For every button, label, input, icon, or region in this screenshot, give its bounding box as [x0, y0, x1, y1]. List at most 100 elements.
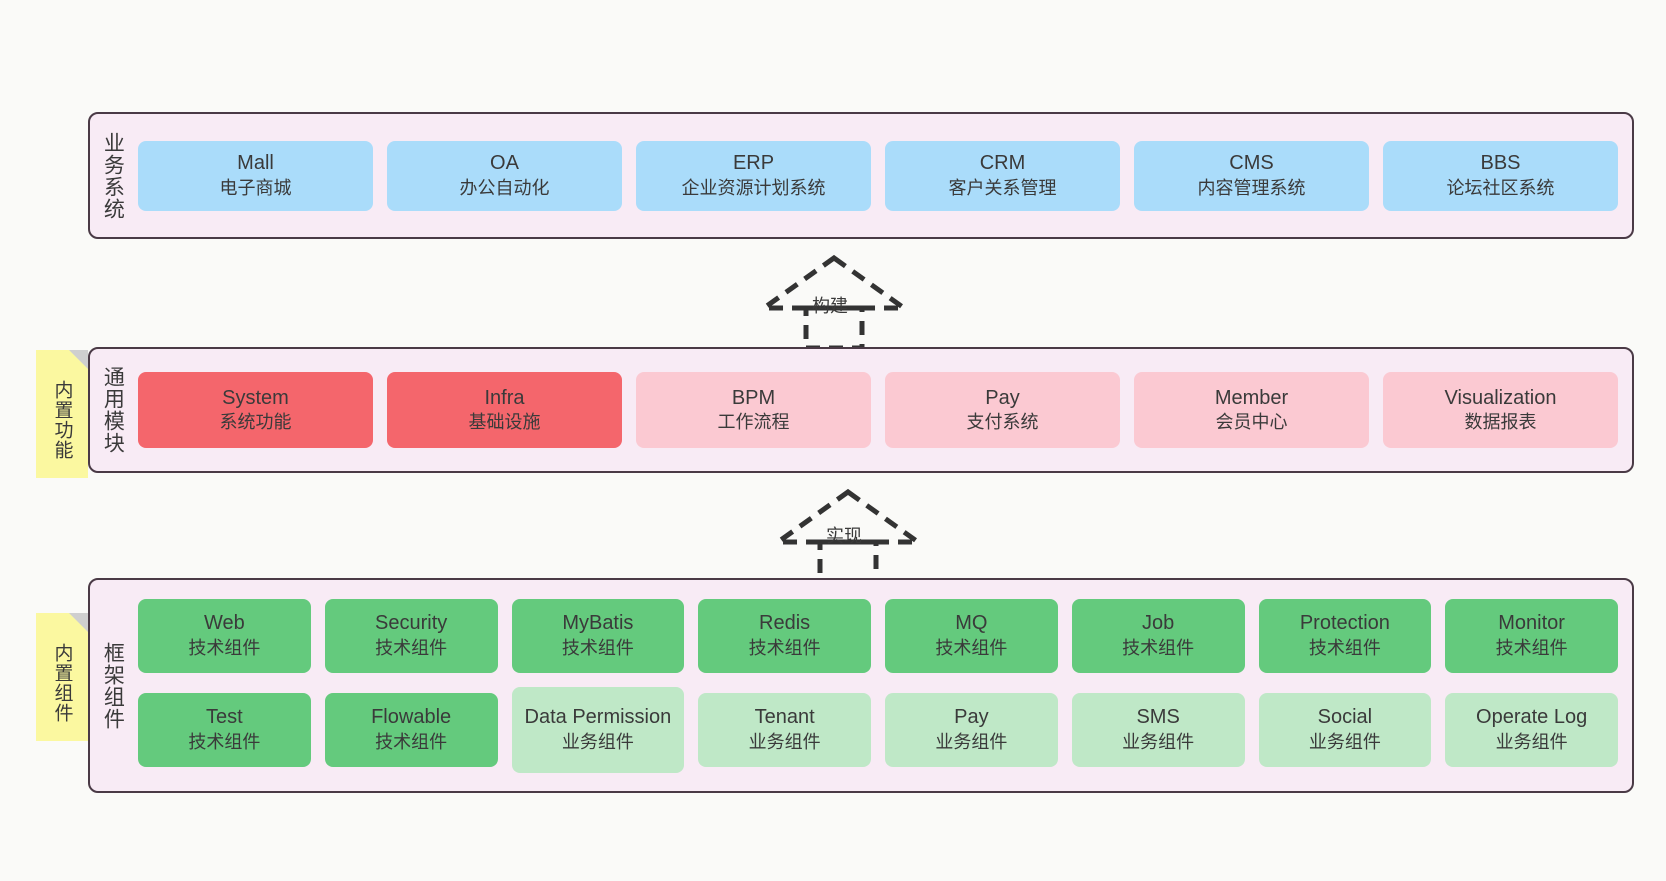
- card-subtitle: 业务组件: [935, 731, 1008, 752]
- card-subtitle: 业务组件: [1495, 731, 1568, 752]
- card-subtitle: 工作流程: [717, 412, 790, 433]
- card-title: Pay: [954, 706, 989, 729]
- sticky-note-builtin-features: 内置功能: [36, 350, 88, 478]
- card-subtitle: 技术组件: [935, 637, 1008, 658]
- card-title: Monitor: [1498, 612, 1565, 635]
- sticky-fold-icon: [69, 350, 88, 369]
- card-subtitle: 业务组件: [1122, 731, 1195, 752]
- card-subtitle: 技术组件: [1308, 637, 1381, 658]
- build-arrow-label: 构建: [812, 296, 848, 316]
- sticky-fold-icon: [69, 613, 88, 632]
- card-subtitle: 技术组件: [188, 637, 261, 658]
- card-visualization[interactable]: Visualization 数据报表: [1383, 372, 1618, 448]
- card-title: Mall: [237, 152, 274, 175]
- implement-arrow-label: 实现: [826, 526, 862, 546]
- card-subtitle: 业务组件: [561, 731, 634, 752]
- card-title: Member: [1214, 386, 1289, 409]
- card-subtitle: 基础设施: [468, 412, 541, 433]
- card-title: Social: [1317, 706, 1373, 729]
- card-subtitle: 数据报表: [1464, 412, 1537, 433]
- card-subtitle: 技术组件: [375, 637, 448, 658]
- sticky-note-builtin-features-label: 内置功能: [51, 380, 73, 460]
- business-systems-label: 业务系统: [101, 131, 125, 220]
- common-modules-label: 通用模块: [101, 366, 125, 454]
- card-subtitle: 业务组件: [748, 731, 821, 752]
- card-member[interactable]: Member 会员中心: [1134, 372, 1369, 448]
- card-title: Tenant: [754, 706, 815, 729]
- card-subtitle: 办公自动化: [459, 177, 550, 198]
- card-title: CRM: [979, 152, 1026, 175]
- card-subtitle: 系统功能: [219, 412, 292, 433]
- card-subtitle: 企业资源计划系统: [681, 177, 826, 198]
- card-subtitle: 内容管理系统: [1197, 177, 1306, 198]
- card-title: Job: [1142, 612, 1175, 635]
- card-title: Security: [375, 612, 448, 635]
- card-pay[interactable]: Pay 支付系统: [885, 372, 1120, 448]
- card-title: MyBatis: [562, 612, 634, 635]
- card-title: CMS: [1229, 152, 1274, 175]
- card-infra[interactable]: Infra 基础设施: [387, 372, 622, 448]
- card-subtitle: 技术组件: [561, 637, 634, 658]
- card-subtitle: 支付系统: [966, 412, 1039, 433]
- card-title: Test: [206, 706, 243, 729]
- card-bpm[interactable]: BPM 工作流程: [636, 372, 871, 448]
- framework-components-label: 框架组件: [101, 641, 125, 730]
- card-subtitle: 业务组件: [1308, 731, 1381, 752]
- card-title: Pay: [985, 386, 1020, 409]
- card-subtitle: 技术组件: [188, 731, 261, 752]
- card-subtitle: 技术组件: [748, 637, 821, 658]
- card-title: Visualization: [1444, 386, 1557, 409]
- card-subtitle: 电子商城: [219, 177, 292, 198]
- card-subtitle: 技术组件: [375, 731, 448, 752]
- card-title: Redis: [759, 612, 811, 635]
- card-title: Web: [203, 612, 245, 635]
- card-title: Protection: [1299, 612, 1390, 635]
- card-title: Infra: [484, 386, 525, 409]
- sticky-note-builtin-components: 内置组件: [36, 613, 88, 741]
- card-title: BBS: [1480, 152, 1521, 175]
- card-subtitle: 技术组件: [1122, 637, 1195, 658]
- card-subtitle: 技术组件: [1495, 637, 1568, 658]
- card-title: SMS: [1136, 706, 1180, 729]
- card-title: Flowable: [371, 706, 452, 729]
- card-subtitle: 会员中心: [1215, 412, 1288, 433]
- card-title: Operate Log: [1476, 706, 1588, 729]
- card-title: BPM: [731, 386, 776, 409]
- card-title: Data Permission: [524, 706, 672, 729]
- sticky-note-builtin-components-label: 内置组件: [51, 643, 73, 723]
- card-title: MQ: [955, 612, 988, 635]
- card-title: OA: [490, 152, 519, 175]
- card-subtitle: 论坛社区系统: [1446, 177, 1555, 198]
